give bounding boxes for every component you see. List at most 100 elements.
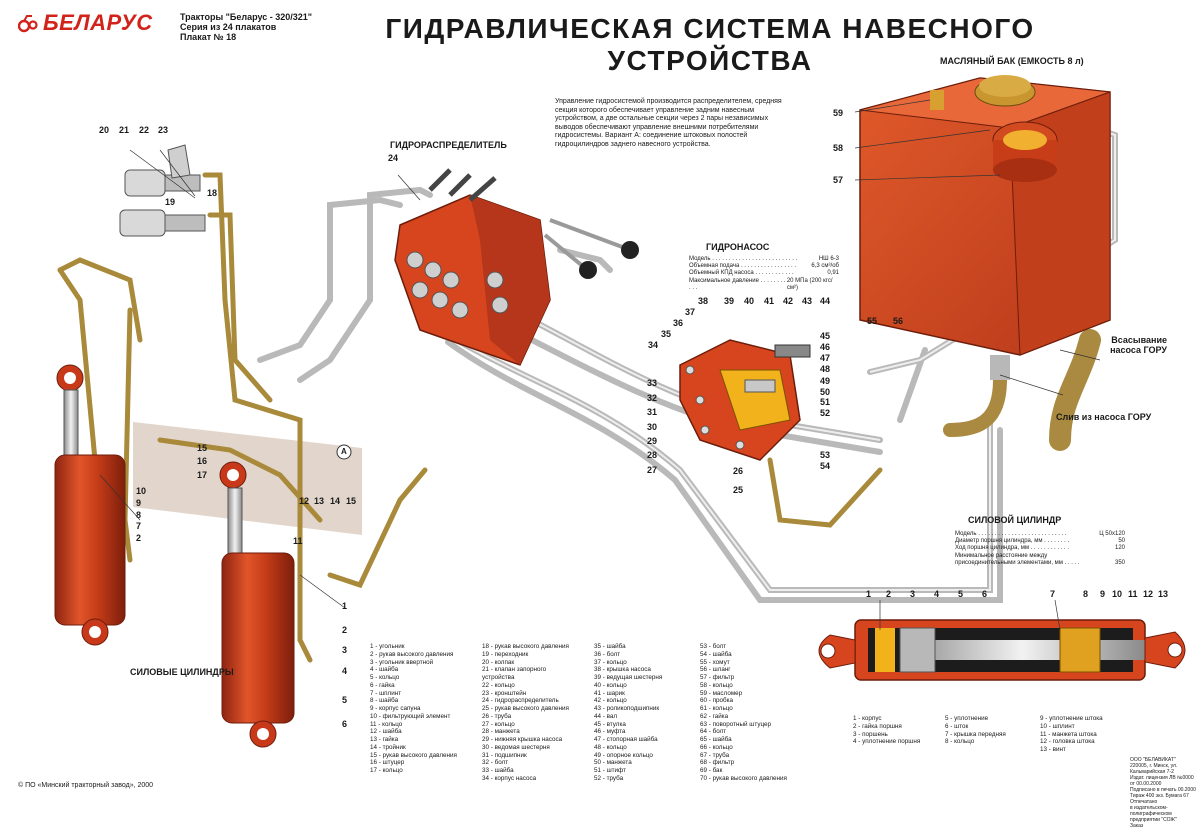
cylinder-parts-item: 2 - гайка поршня (853, 722, 902, 730)
parts-list-item: 11 - кольцо (370, 720, 403, 728)
cylinder-parts-item: 3 - поршень (853, 730, 888, 738)
parts-list-item: 23 - кронштейн (482, 689, 527, 697)
spec-key: Минимальное расстояние между (955, 552, 1048, 559)
callout-number: 29 (647, 436, 658, 446)
callout-number: 34 (648, 340, 659, 350)
parts-list-item: 28 - манжета (482, 728, 520, 736)
parts-list-item: 34 - корпус насоса (482, 774, 537, 782)
callout-number: 46 (820, 342, 831, 352)
callout-number: 37 (685, 307, 696, 317)
callout-number: 33 (647, 378, 658, 388)
suction-label: Всасывание насоса ГОРУ (1105, 335, 1167, 355)
parts-list-item: 8 - шайба (370, 697, 399, 705)
parts-list-item: 32 - болт (482, 759, 509, 767)
publisher-line: Подписано в печать 00.2000 (1130, 787, 1196, 793)
parts-list-item: 1 - угольник (370, 643, 405, 650)
callout-number: 59 (833, 108, 844, 118)
parts-list-item: 22 - кольцо (482, 681, 515, 689)
parts-list-item: 54 - шайба (700, 650, 732, 658)
callout-number: 11 (293, 536, 303, 546)
page-title: ГИДРАВЛИЧЕСКАЯ СИСТЕМА НАВЕСНОГО УСТРОЙС… (385, 13, 1035, 76)
publisher-line: Тираж 400 экз. Бумага 67 (1130, 793, 1189, 799)
callout-number: 22 (139, 125, 150, 135)
parts-list-item: 39 - ведущая шестерня (594, 674, 663, 681)
parts-list-item: 10 - фильтрующий элемент (370, 712, 451, 720)
spec-value: 120 (1114, 545, 1125, 552)
parts-list-item: 52 - труба (594, 774, 624, 782)
callout-number: 5 (342, 695, 348, 705)
parts-list-item: 15 - рукав высокого давления (370, 751, 457, 759)
cylinder-parts-item: 11 - манжета штока (1040, 730, 1097, 738)
cylinder-parts-item: 9 - уплотнение штока (1040, 715, 1103, 722)
parts-list-item: 18 - рукав высокого давления (482, 643, 569, 650)
callout-number: 7 (1050, 589, 1056, 599)
parts-list-item: 26 - труба (482, 712, 512, 720)
publisher-line: 220005, г. Минск, ул. Кальварийская 7-2 (1130, 763, 1178, 775)
spec-row: Объемная подача . . . . . . . . . . . . … (689, 263, 839, 270)
callout-number: 4 (342, 666, 348, 676)
drain-label: Слив из насоса ГОРУ (1056, 412, 1152, 422)
callout-number: 6 (982, 589, 988, 599)
callout-number: 41 (764, 296, 775, 306)
oil-tank-label: МАСЛЯНЫЙ БАК (ЕМКОСТЬ 8 л) (940, 56, 1084, 66)
callout-number: 57 (833, 175, 844, 185)
parts-list-item: 61 - кольцо (700, 705, 733, 712)
callout-number: 40 (744, 296, 755, 306)
callout-number: 18 (207, 188, 218, 198)
power-cylinder-section (818, 619, 1186, 681)
spec-value: Ц 50х120 (1099, 531, 1125, 537)
spec-key: Диаметр поршня цилиндра, мм . . . . . . … (955, 538, 1070, 545)
callout-number: 56 (893, 316, 904, 326)
pump-label: ГИДРОНАСОС (706, 242, 770, 252)
callout-number: 9 (1100, 589, 1106, 599)
suction-hose (1049, 329, 1101, 451)
parts-list-item: устройства (482, 674, 515, 681)
series-line: Плакат № 18 (180, 32, 237, 42)
parts-list-item: 46 - муфта (594, 728, 626, 736)
callout-number: 9 (136, 498, 142, 508)
oil-tank (859, 75, 1111, 380)
callout-number: 6 (342, 719, 348, 729)
callout-number: 3 (910, 589, 916, 599)
variant-a-label: А (341, 447, 347, 456)
callout-number: 25 (733, 485, 744, 495)
callout-number: 11 (1128, 589, 1138, 599)
callout-number: 15 (197, 443, 208, 453)
parts-list-item: 31 - подшипник (482, 751, 527, 759)
parts-list-item: 40 - кольцо (594, 681, 627, 689)
callout-number: 51 (820, 397, 831, 407)
parts-list-item: 66 - кольцо (700, 743, 733, 751)
parts-list-item: 41 - шарик (594, 689, 625, 697)
parts-list-item: 25 - рукав высокого давления (482, 705, 569, 712)
parts-list-item: 43 - роликоподшипник (594, 705, 660, 712)
publisher-imprint: ООО "БЕЛАВИКАТ"220005, г. Минск, ул. Кал… (1130, 757, 1196, 829)
callout-number: 26 (733, 466, 744, 476)
hydraulic-pump (679, 339, 811, 461)
callout-number: 54 (820, 461, 831, 471)
parts-list-item: 13 - гайка (370, 736, 399, 743)
callout-number: 47 (820, 353, 831, 363)
callout-number: 1 (866, 589, 872, 599)
lift-cylinder-left (54, 364, 126, 646)
parts-list-item: 42 - кольцо (594, 697, 627, 705)
leader-lines (99, 99, 1101, 631)
parts-list-item: 16 - штуцер (370, 759, 405, 767)
callout-number: 15 (346, 496, 357, 506)
callout-number: 24 (388, 153, 399, 163)
spec-row: Модель . . . . . . . . . . . . . . . . .… (689, 256, 839, 263)
series-line: Серия из 24 плакатов (180, 22, 277, 32)
spec-key: Ход поршня цилиндра, мм . . . . . . . . … (955, 545, 1069, 552)
parts-list-item: 35 - шайба (594, 643, 626, 650)
parts-list-item: 21 - клапан запорного (482, 666, 547, 674)
parts-list-item: 65 - шайба (700, 736, 732, 743)
parts-list-item: 51 - штифт (594, 767, 626, 774)
parts-list-item: 44 - вал (594, 712, 618, 720)
callout-number: 21 (119, 125, 130, 135)
parts-list-item: 58 - кольцо (700, 681, 733, 689)
parts-list-item: 63 - поворотный штуцер (700, 720, 772, 728)
hoses (57, 172, 883, 663)
publisher-line: ООО "БЕЛАВИКАТ" (1130, 757, 1176, 763)
power-cylinder-label: СИЛОВОЙ ЦИЛИНДР (968, 515, 1062, 525)
cylinder-parts-item: 7 - крышка передняя (945, 730, 1006, 738)
